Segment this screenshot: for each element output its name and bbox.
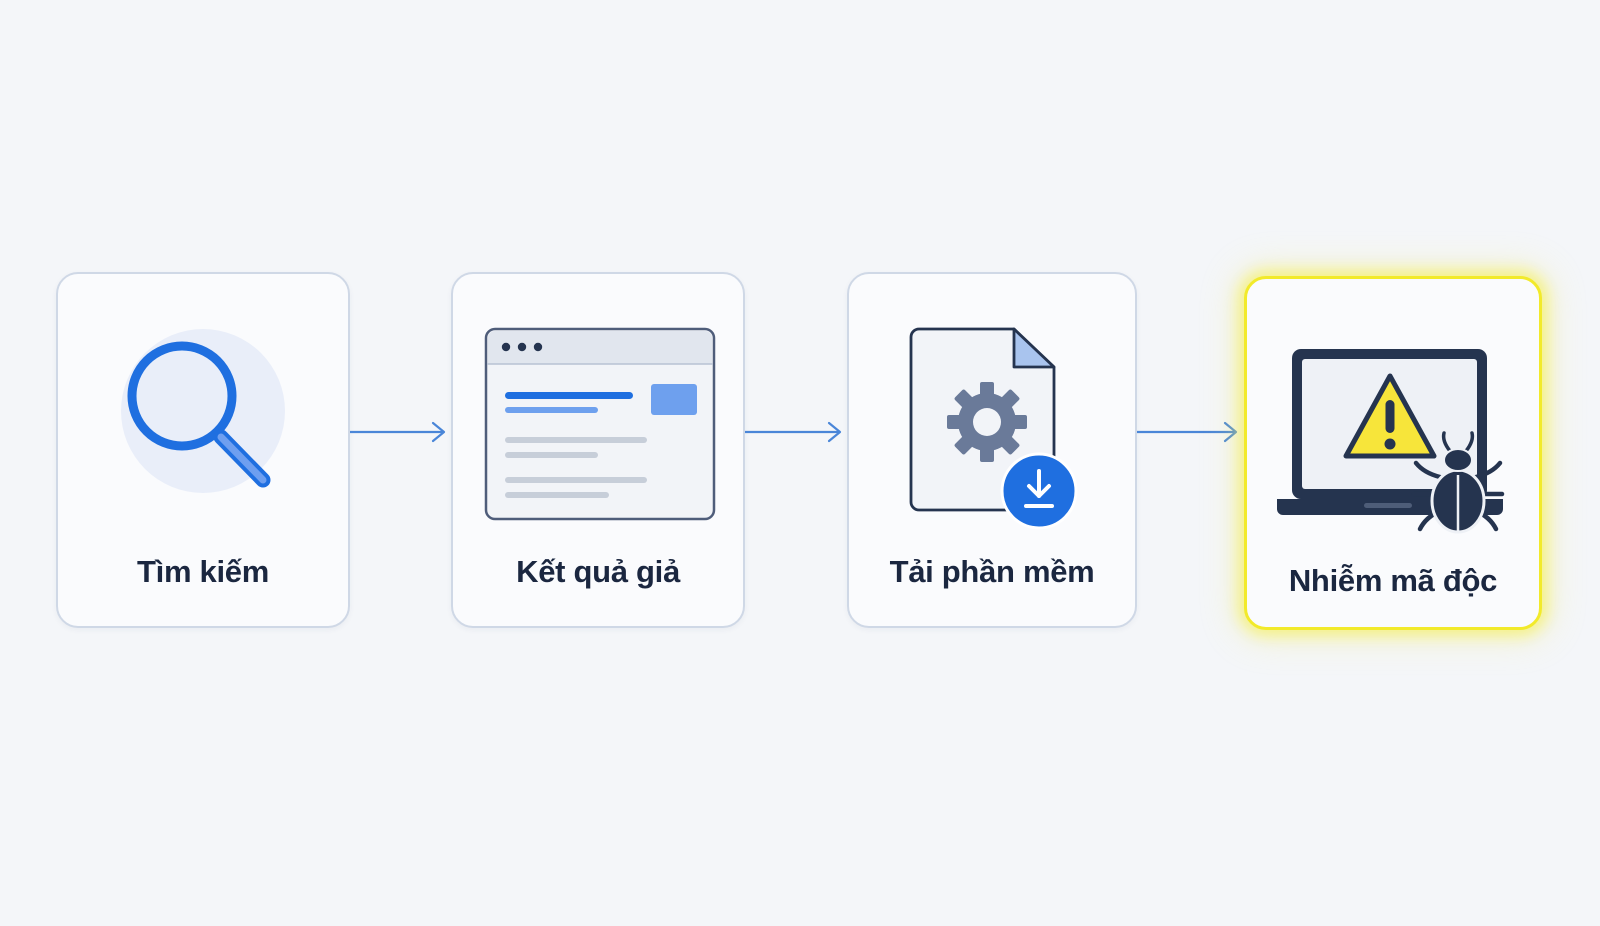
warning-icon xyxy=(1343,373,1437,459)
arrow-right-icon xyxy=(350,421,446,443)
step-label-fake-results: Kết quả giả xyxy=(516,554,680,589)
step-card-fake-results: Kết quả giả xyxy=(451,272,745,628)
malware-infected-laptop-icon xyxy=(1277,349,1505,534)
arrow-right-icon xyxy=(1137,421,1238,443)
gear-icon xyxy=(947,382,1027,462)
step-label-malware: Nhiễm mã độc xyxy=(1288,563,1498,598)
fake-results-browser-icon xyxy=(484,327,716,521)
search-icon xyxy=(121,329,285,493)
step-card-search: Tìm kiếm xyxy=(56,272,350,628)
arrow-right-icon xyxy=(745,421,842,443)
step-label-search: Tìm kiếm xyxy=(137,554,269,589)
software-download-icon xyxy=(909,327,1078,530)
step-card-malware: Nhiễm mã độc xyxy=(1244,276,1542,630)
step-label-download: Tải phần mềm xyxy=(889,554,1095,589)
step-card-download: Tải phần mềm xyxy=(847,272,1137,628)
